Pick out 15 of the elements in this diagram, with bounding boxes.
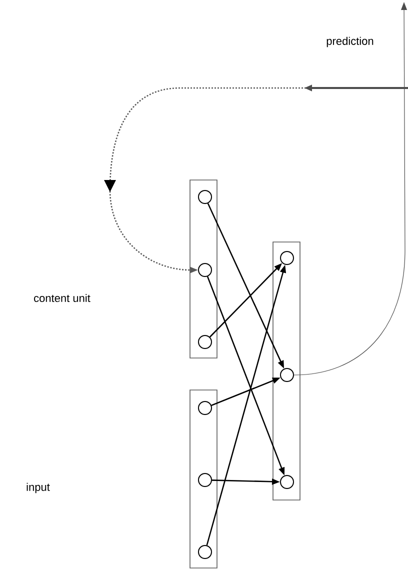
unit-circle [198, 401, 212, 415]
layer-label: input [26, 482, 50, 494]
layer-label: prediction [326, 36, 374, 48]
unit-circle [198, 190, 212, 204]
unit-circle [198, 473, 212, 487]
unit-circle [198, 263, 212, 277]
layer-box [190, 390, 218, 568]
unit-circle [198, 545, 212, 559]
unit-circle [280, 475, 294, 489]
unit-circle [280, 251, 294, 265]
layer-label: content unit [34, 294, 90, 302]
layer-box [190, 180, 218, 358]
unit-circle [280, 368, 294, 382]
unit-circle [198, 335, 212, 349]
layer-box [272, 242, 300, 500]
